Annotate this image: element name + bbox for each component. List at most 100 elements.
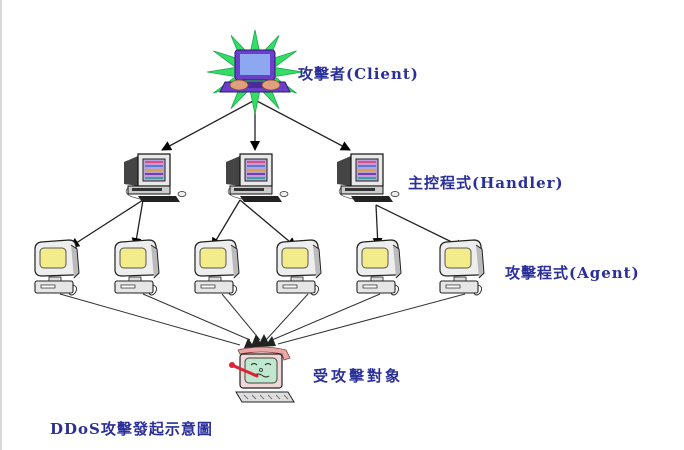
- monitor-screen: [199, 247, 227, 269]
- screen-content: [145, 161, 163, 163]
- edge-client-handler: [161, 99, 256, 151]
- edge-agent-victim: [265, 293, 309, 341]
- left-hand: [229, 79, 249, 91]
- drive-slot: [132, 188, 162, 191]
- monitor-screen: [39, 247, 67, 269]
- key: [251, 394, 257, 400]
- agent-computer-icon: [439, 239, 485, 296]
- monitor-side: [475, 244, 485, 279]
- edge-client-handler: [254, 99, 351, 151]
- victim-computer-icon: [229, 334, 295, 403]
- nose: [259, 368, 263, 372]
- edge-handler-agent: [211, 199, 241, 248]
- monitor-screen: [444, 247, 472, 269]
- monitor-side: [392, 244, 402, 279]
- mouse: [279, 191, 289, 197]
- screen-content: [358, 169, 376, 171]
- key: [275, 394, 281, 400]
- key: [283, 394, 289, 400]
- cable: [310, 284, 320, 296]
- screen-content: [358, 177, 376, 179]
- thermometer: [232, 364, 259, 378]
- cable: [228, 284, 238, 296]
- handler-computer-icon: [337, 153, 400, 202]
- edge-agent-victim: [221, 293, 261, 341]
- mouse: [390, 191, 400, 197]
- monitor-screen: [244, 357, 278, 384]
- hair: [244, 334, 276, 348]
- edge-agent-victim: [142, 293, 251, 341]
- screen-content: [358, 161, 376, 163]
- handler-computer-icon: [124, 153, 187, 202]
- left-border: [0, 0, 2, 450]
- monitor-stand: [370, 276, 384, 282]
- keyboard: [235, 83, 275, 88]
- handler-computer-icon: [226, 153, 289, 202]
- client-label: 攻擊者(Client): [298, 65, 419, 83]
- agent-computer-icon: [194, 239, 240, 296]
- screen-content: [358, 173, 376, 175]
- drive-slot: [445, 284, 461, 289]
- drive-slot: [282, 284, 298, 289]
- monitor-stand: [453, 276, 467, 282]
- monitor-stand: [48, 276, 62, 282]
- monitor-stand: [128, 276, 142, 282]
- agent-label: 攻擊程式(Agent): [505, 264, 640, 282]
- key: [259, 394, 265, 400]
- screen-content: [247, 177, 265, 179]
- edge-handler-agent: [131, 199, 144, 248]
- screen-content: [358, 165, 376, 167]
- drive-slot: [345, 188, 375, 191]
- edge-handler-agent: [375, 204, 465, 249]
- right-eye: [264, 363, 272, 366]
- monitor-side: [70, 244, 80, 279]
- right-hand: [261, 79, 281, 91]
- drive-slot: [120, 284, 136, 289]
- cable: [473, 284, 483, 296]
- drive-slot: [234, 188, 264, 191]
- cable: [148, 284, 158, 296]
- keyboard: [235, 391, 295, 403]
- thermometer-bulb: [229, 362, 235, 368]
- keyboard: [138, 196, 180, 202]
- edge-agent-victim: [59, 293, 241, 346]
- edge-handler-agent: [69, 199, 144, 248]
- screen-content: [247, 173, 265, 175]
- keyboard: [351, 196, 393, 202]
- screen-content: [247, 161, 265, 163]
- agent-computer-icon: [34, 239, 80, 296]
- headband: [237, 346, 291, 361]
- monitor-stand: [208, 276, 222, 282]
- monitor-screen: [119, 247, 147, 269]
- monitor-screen: [281, 247, 309, 269]
- mouse: [177, 191, 187, 197]
- edge-agent-victim: [277, 293, 466, 345]
- agent-computer-icon: [276, 239, 322, 296]
- nodes: [34, 29, 485, 403]
- drive-slot: [362, 284, 378, 289]
- drive-slot: [200, 284, 216, 289]
- edge-agent-victim: [271, 293, 381, 341]
- drive-slot: [40, 284, 56, 289]
- edge-handler-agent: [239, 199, 297, 248]
- agent-computer-icon: [356, 239, 402, 296]
- key: [243, 394, 249, 400]
- monitor-side: [337, 156, 351, 186]
- agent-computer-icon: [114, 239, 160, 296]
- screen-content: [145, 173, 163, 175]
- cable: [68, 284, 78, 296]
- edges: [59, 99, 466, 346]
- victim-label: 受攻擊對象: [313, 367, 404, 385]
- attacker-laptop-icon: [206, 29, 304, 115]
- monitor-screen: [361, 247, 389, 269]
- laptop-screen: [240, 54, 270, 75]
- monitor-side: [226, 156, 240, 186]
- cable: [390, 284, 400, 296]
- monitor-side: [150, 244, 160, 279]
- monitor-side: [230, 244, 240, 279]
- monitor-side: [124, 156, 138, 186]
- handler-label: 主控程式(Handler): [408, 174, 564, 192]
- edge-handler-agent: [372, 204, 383, 248]
- monitor-side: [312, 244, 322, 279]
